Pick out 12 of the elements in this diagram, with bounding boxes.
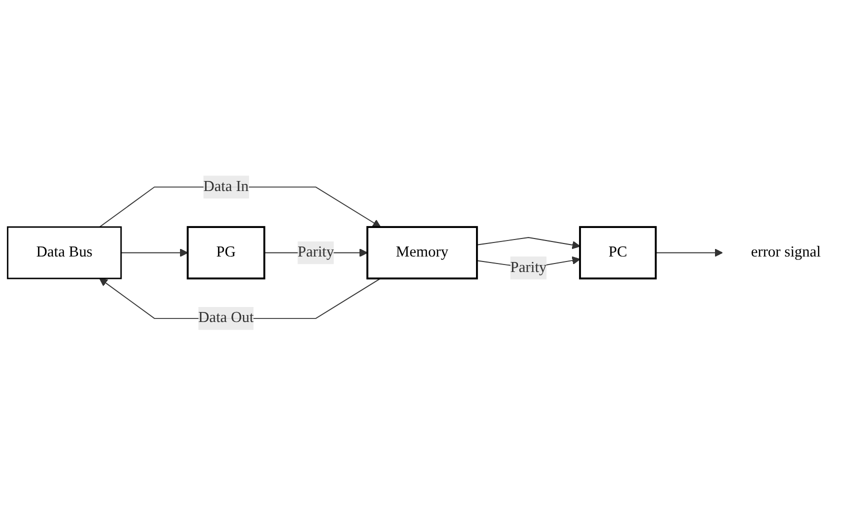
node-box: Data Bus: [6, 226, 122, 280]
node-text: error signal: [750, 244, 821, 261]
node-box: PG: [186, 226, 266, 280]
arrow: [476, 237, 580, 250]
arrow: [655, 248, 723, 258]
arrow: [120, 248, 188, 258]
edge-label: Data Out: [198, 310, 254, 326]
edge-label: Parity: [298, 244, 334, 261]
edge-label: Parity: [510, 260, 547, 276]
node-box: PC: [579, 226, 657, 280]
edge-label: Data In: [203, 178, 249, 195]
node-box: Memory: [366, 226, 478, 280]
